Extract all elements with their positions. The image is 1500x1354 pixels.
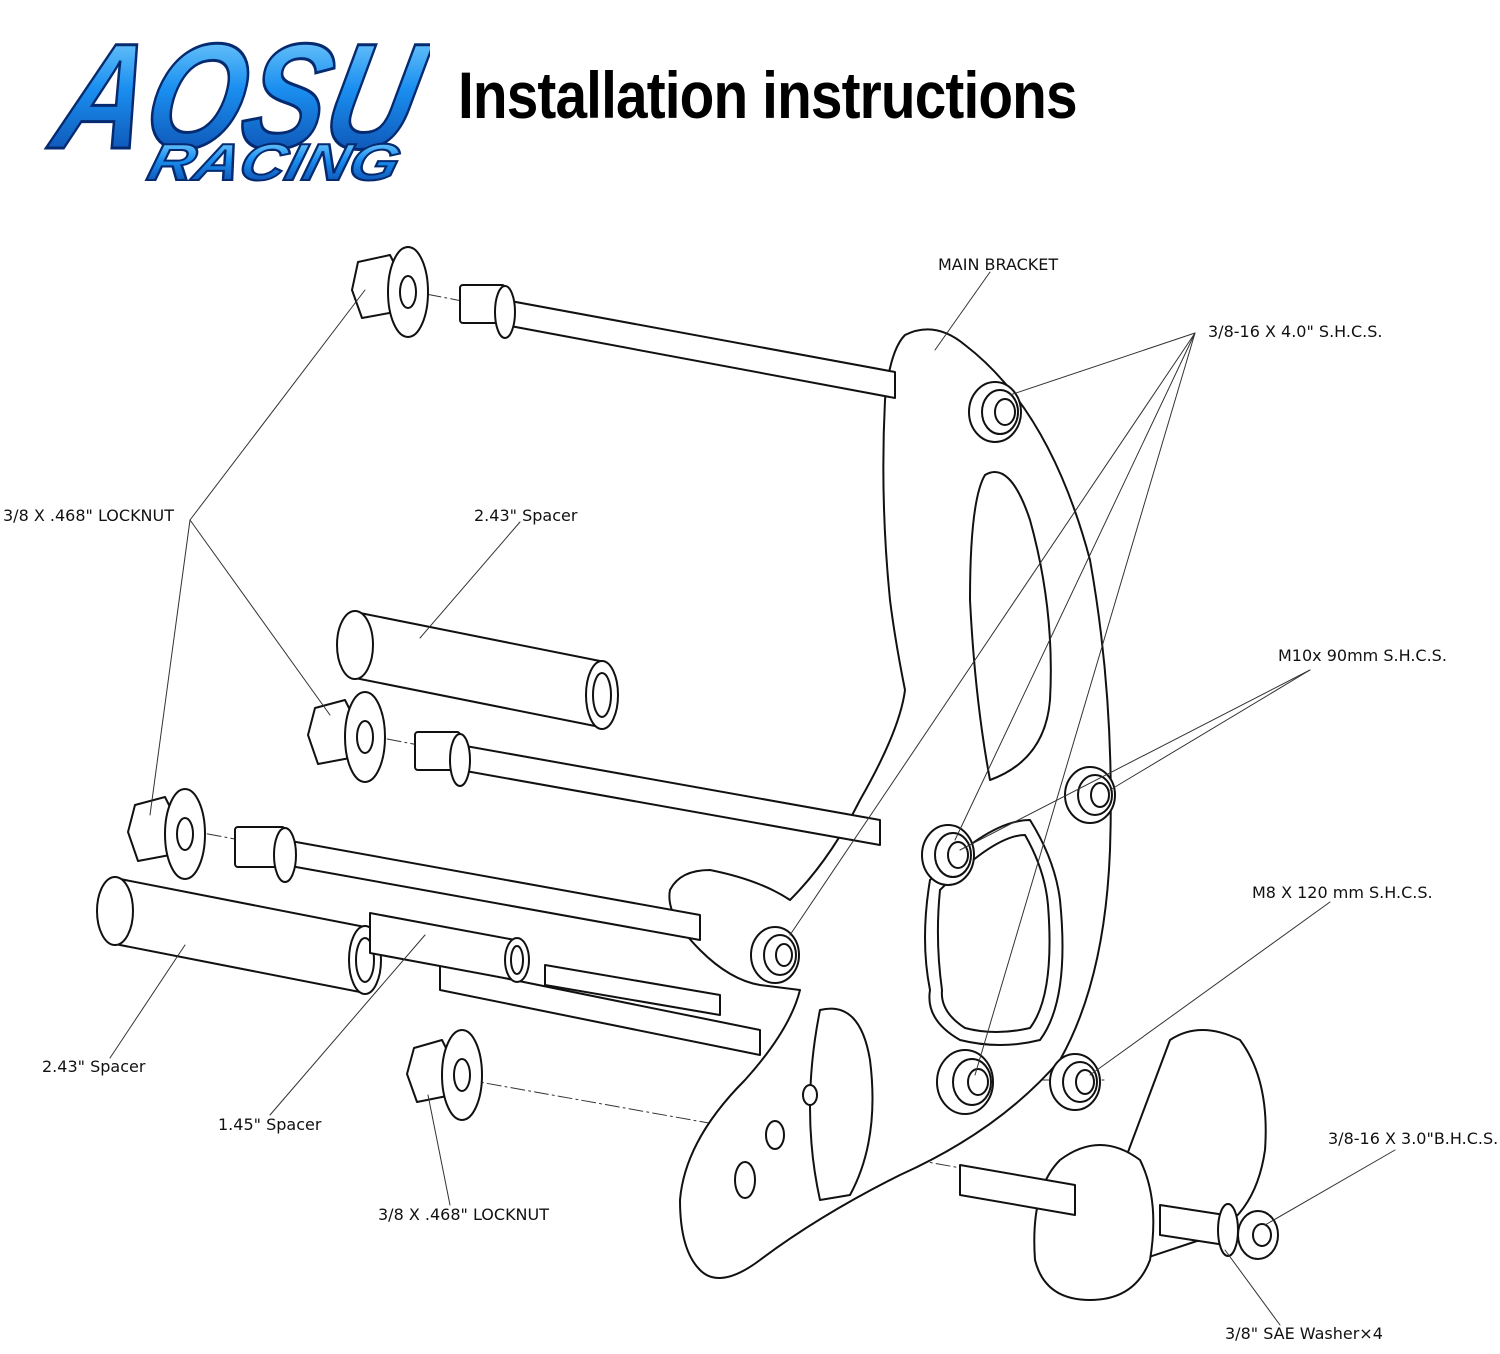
- label-spacer-243-lower: 2.43" Spacer: [42, 1057, 146, 1076]
- logo-sub-text: RACING: [142, 134, 406, 190]
- logo-main-text: AOSU: [38, 14, 430, 181]
- label-m10-shcs: M10x 90mm S.H.C.S.: [1278, 646, 1447, 665]
- page-title: Installation instructions: [458, 58, 1078, 132]
- label-spacer-145: 1.45" Spacer: [218, 1115, 322, 1134]
- main-bracket: [668, 328, 1112, 1279]
- label-spacer-243-upper: 2.43" Spacer: [474, 506, 578, 525]
- label-main-bracket: MAIN BRACKET: [938, 255, 1059, 274]
- bracket-bolt-heads: [734, 381, 1116, 1199]
- label-locknut-upper: 3/8 X .468" LOCKNUT: [3, 506, 175, 525]
- bolt-shafts: [234, 284, 896, 1056]
- label-locknut-lower: 3/8 X .468" LOCKNUT: [378, 1205, 550, 1224]
- spacers: [96, 610, 619, 995]
- idler-pulley-assembly: [959, 1029, 1279, 1301]
- label-bhcs-3in: 3/8-16 X 3.0"B.H.C.S.: [1328, 1129, 1499, 1148]
- label-sae-washer: 3/8" SAE Washer×4: [1225, 1324, 1383, 1343]
- label-shcs-4in: 3/8-16 X 4.0" S.H.C.S.: [1208, 322, 1383, 341]
- label-m8-shcs: M8 X 120 mm S.H.C.S.: [1252, 883, 1433, 902]
- aosu-racing-logo: AOSU RACING: [37, 12, 430, 190]
- leader-lines: [109, 271, 1396, 1326]
- locknuts: [127, 246, 483, 1121]
